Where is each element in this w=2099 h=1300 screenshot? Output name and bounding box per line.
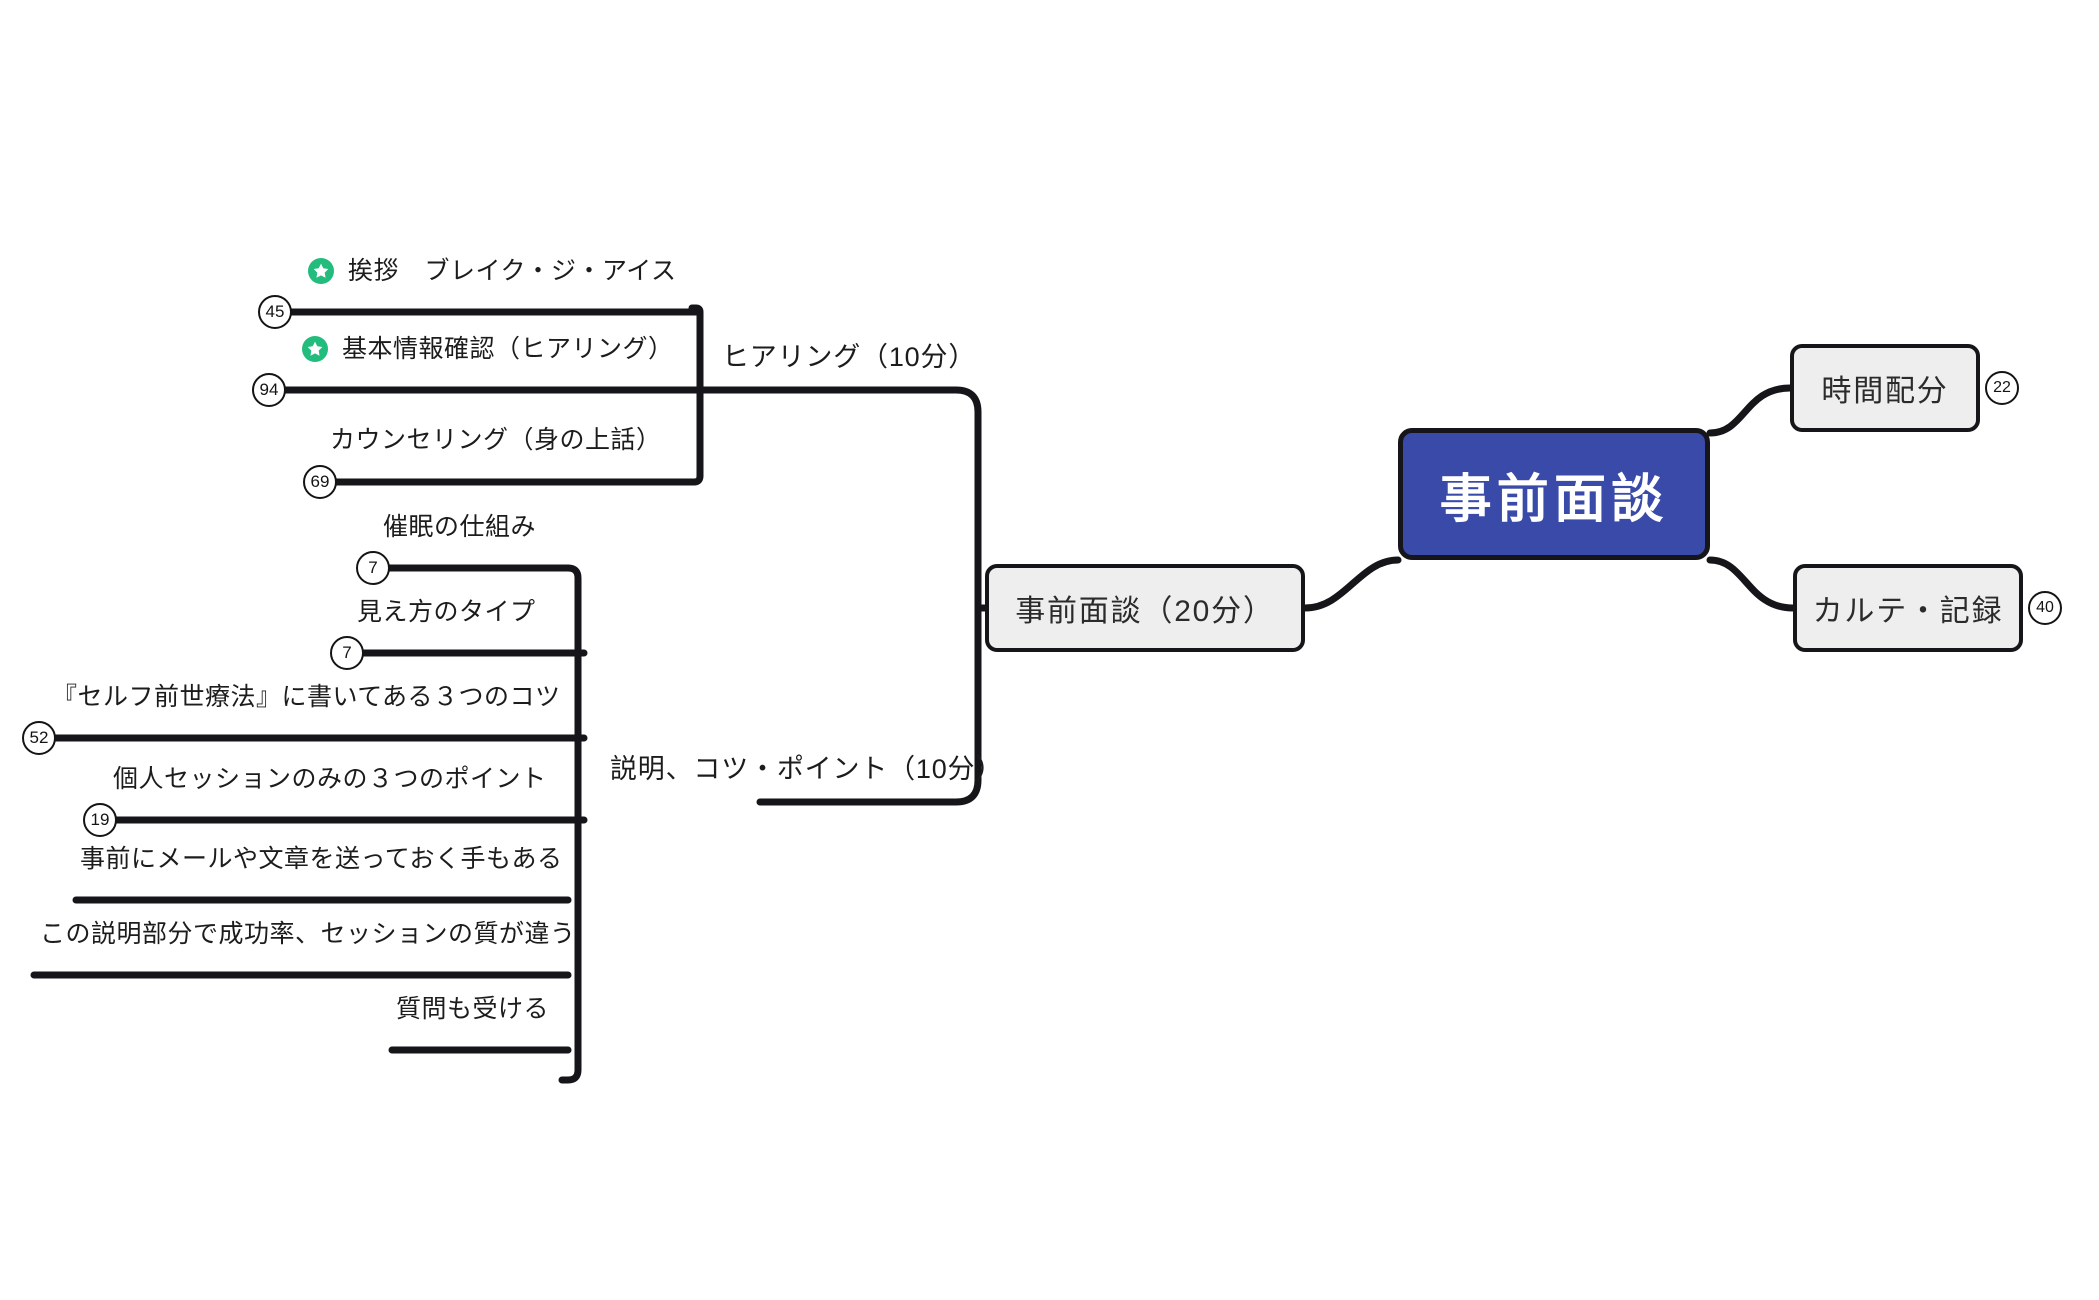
edge-setsumei-spine-up: [558, 564, 582, 806]
branch-label-hearing-text: ヒアリング（10分）: [722, 342, 977, 372]
badge-mie-kata-value: 7: [342, 643, 352, 662]
badge-mie-kata[interactable]: 7: [330, 636, 364, 670]
leaf-setsumei-bubun[interactable]: この説明部分で成功率、セッションの質が違う: [40, 922, 576, 947]
leaf-self-zense-label: 『セルフ前世療法』に書いてある３つのコツ: [52, 683, 561, 711]
badge-counseling[interactable]: 69: [303, 465, 337, 499]
leaf-setsumei-bubun-label: この説明部分で成功率、セッションの質が違う: [40, 920, 576, 948]
leaf-mie-kata[interactable]: 見え方のタイプ: [357, 600, 536, 625]
branch-label-explanation[interactable]: 説明、コツ・ポイント（10分）: [610, 756, 1003, 783]
badge-kihon-joho[interactable]: 94: [252, 373, 286, 407]
leaf-jizen-mail[interactable]: 事前にメールや文章を送っておく手もある: [80, 847, 563, 872]
star-icon: [302, 336, 328, 362]
badge-kojin-session[interactable]: 19: [83, 803, 117, 837]
badge-self-zense-value: 52: [29, 728, 49, 747]
node-karute-kiroku[interactable]: カルテ・記録: [1793, 564, 2023, 652]
leaf-mie-kata-label: 見え方のタイプ: [357, 598, 536, 626]
leaf-kojin-session[interactable]: 個人セッションのみの３つのポイント: [113, 767, 547, 792]
leaf-aisatsu-label: 挨拶 ブレイク・ジ・アイス: [348, 256, 677, 285]
badge-karute-kiroku-value: 40: [2036, 599, 2054, 616]
leaf-counseling-label: カウンセリング（身の上話）: [330, 426, 662, 454]
leaf-counseling[interactable]: カウンセリング（身の上話）: [330, 428, 662, 453]
node-jizen-mendan-20-label: 事前面談（20分）: [1015, 595, 1275, 628]
leaf-aisatsu[interactable]: 挨拶 ブレイク・ジ・アイス: [308, 258, 677, 284]
node-jikan-haibun[interactable]: 時間配分: [1790, 344, 1980, 432]
root-node[interactable]: 事前面談: [1398, 428, 1710, 560]
edge-root-to-karute: [1706, 556, 1797, 612]
node-jikan-haibun-label: 時間配分: [1821, 375, 1949, 408]
edge-root-to-jikan: [1706, 384, 1794, 437]
edge-root-to-jizen20: [1301, 556, 1402, 612]
branch-label-hearing[interactable]: ヒアリング（10分）: [722, 344, 976, 371]
star-icon: [308, 258, 334, 284]
leaf-kihon-joho-label: 基本情報確認（ヒアリング）: [342, 334, 674, 363]
badge-jikan-haibun-value: 22: [1993, 379, 2011, 396]
leaf-jizen-mail-label: 事前にメールや文章を送っておく手もある: [80, 845, 563, 873]
leaf-saimin-label: 催眠の仕組み: [383, 513, 537, 541]
badge-aisatsu[interactable]: 45: [258, 295, 292, 329]
leaf-shitsumon[interactable]: 質問も受ける: [396, 997, 549, 1022]
badge-self-zense[interactable]: 52: [22, 721, 56, 755]
badge-karute-kiroku[interactable]: 40: [2028, 591, 2062, 625]
node-jizen-mendan-20[interactable]: 事前面談（20分）: [985, 564, 1305, 652]
badge-counseling-value: 69: [310, 472, 330, 491]
leaf-kojin-session-label: 個人セッションのみの３つのポイント: [113, 765, 547, 793]
badge-saimin-value: 7: [368, 558, 378, 577]
edge-spine-up: [696, 386, 982, 612]
leaf-self-zense[interactable]: 『セルフ前世療法』に書いてある３つのコツ: [52, 685, 561, 710]
badge-jikan-haibun[interactable]: 22: [1985, 371, 2019, 405]
node-karute-kiroku-label: カルテ・記録: [1812, 595, 2004, 628]
root-node-label: 事前面談: [1439, 470, 1669, 529]
leaf-shitsumon-label: 質問も受ける: [396, 995, 550, 1023]
edge-hearing-spine: [688, 304, 704, 394]
badge-saimin[interactable]: 7: [356, 551, 390, 585]
badge-kihon-joho-value: 94: [259, 380, 279, 399]
badge-kojin-session-value: 19: [90, 810, 110, 829]
leaf-kihon-joho[interactable]: 基本情報確認（ヒアリング）: [302, 336, 674, 362]
badge-aisatsu-value: 45: [265, 302, 285, 321]
leaf-saimin[interactable]: 催眠の仕組み: [383, 515, 536, 540]
branch-label-explanation-text: 説明、コツ・ポイント（10分）: [610, 754, 1004, 784]
edge-hearing-spine-lower: [686, 386, 704, 486]
